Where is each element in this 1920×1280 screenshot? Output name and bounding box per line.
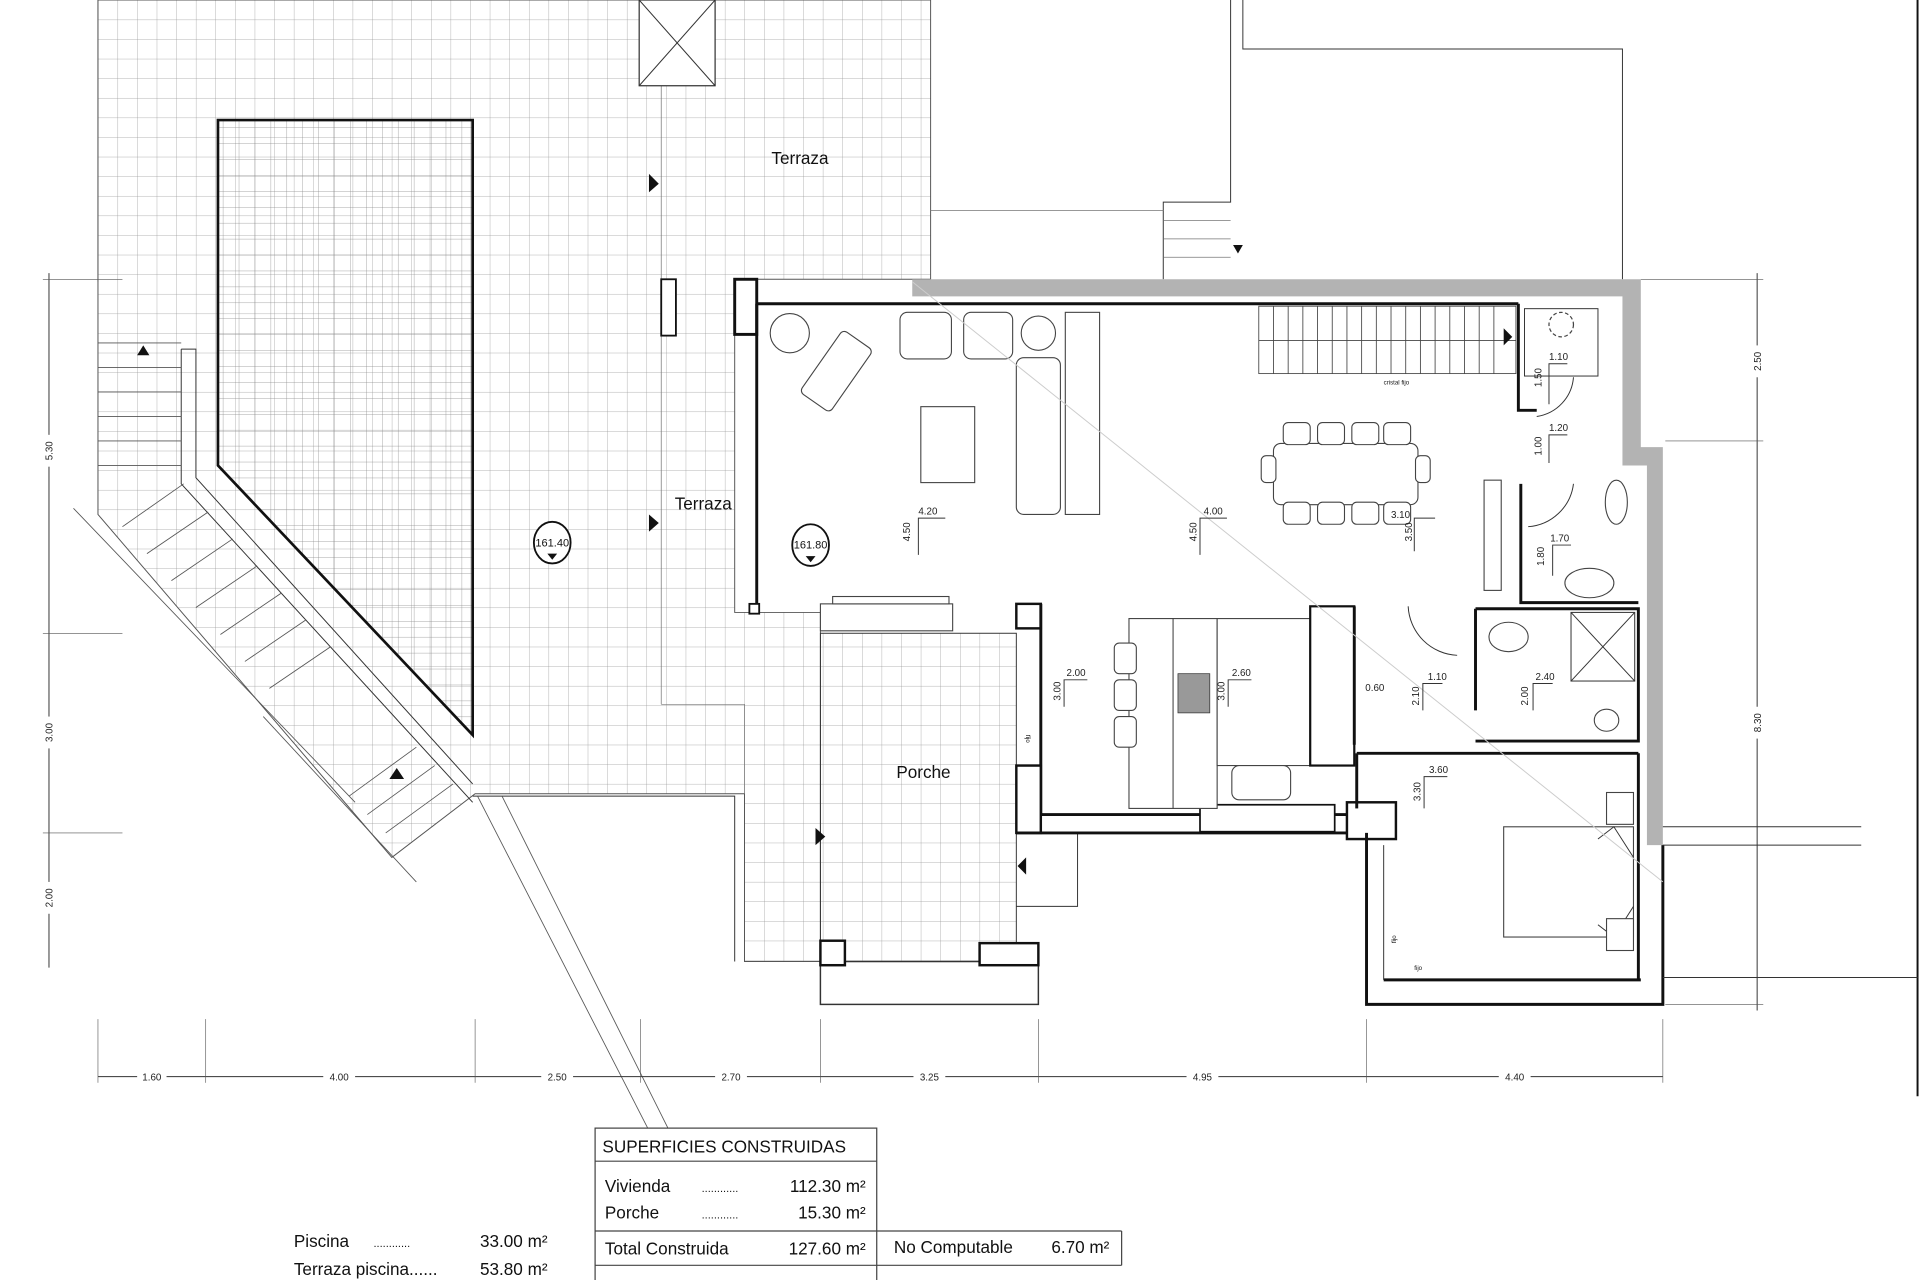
svg-text:2.50: 2.50: [548, 1072, 568, 1083]
svg-text:Total Construida: Total Construida: [605, 1238, 729, 1258]
svg-text:3.60: 3.60: [1429, 765, 1449, 776]
svg-text:1.80: 1.80: [1536, 546, 1547, 566]
svg-text:3.10: 3.10: [1391, 510, 1411, 521]
svg-text:33.00 m²: 33.00 m²: [480, 1231, 548, 1251]
svg-text:2.10: 2.10: [1411, 686, 1422, 706]
svg-text:Porche: Porche: [605, 1203, 659, 1223]
svg-text:1.20: 1.20: [1549, 423, 1569, 434]
svg-text:2.70: 2.70: [721, 1072, 741, 1083]
level-marker-house: 161.80: [791, 523, 830, 567]
svg-text:Piscina: Piscina: [294, 1231, 350, 1251]
svg-text:4.50: 4.50: [1188, 522, 1199, 542]
svg-text:Vivienda: Vivienda: [605, 1176, 671, 1196]
svg-text:3.30: 3.30: [1412, 781, 1423, 801]
stair-upper-right: [1163, 220, 1231, 258]
svg-text:4.20: 4.20: [918, 506, 938, 517]
svg-text:............: ............: [373, 1238, 410, 1250]
svg-text:1.00: 1.00: [1534, 436, 1545, 456]
dining-table: [1272, 442, 1419, 506]
svg-text:No Computable: No Computable: [894, 1237, 1013, 1257]
svg-text:8.30: 8.30: [1753, 713, 1764, 733]
room-dim: 1.10 1.50: [1534, 352, 1569, 405]
svg-text:3.50: 3.50: [1404, 522, 1415, 542]
interior-stairs: [1258, 305, 1517, 375]
svg-text:161.80: 161.80: [794, 540, 828, 552]
svg-text:2.00: 2.00: [1067, 668, 1087, 679]
svg-text:............: ............: [702, 1210, 739, 1222]
svg-text:15.30 m²: 15.30 m²: [798, 1203, 866, 1223]
svg-text:3.00: 3.00: [45, 722, 56, 742]
svg-text:0.60: 0.60: [1365, 683, 1385, 694]
porch-tiles: [819, 632, 1017, 963]
room-dim: 3.103.50: [1391, 510, 1436, 552]
svg-text:4.00: 4.00: [330, 1072, 350, 1083]
label-porche: Porche: [896, 762, 950, 782]
label-stair-note: cristal fijo: [1384, 380, 1410, 387]
room-dim: 4.20 4.50: [902, 506, 946, 555]
svg-text:2.00: 2.00: [45, 888, 56, 908]
label-terraza-top: Terraza: [771, 148, 829, 168]
room-dim: 2.40 2.00: [1520, 672, 1555, 711]
room-dim: 1.701.80: [1536, 533, 1572, 576]
room-dim: 2.00 3.00: [1052, 668, 1088, 707]
svg-text:4.40: 4.40: [1505, 1072, 1525, 1083]
svg-text:1.70: 1.70: [1550, 533, 1570, 544]
svg-text:2.00: 2.00: [1520, 686, 1531, 706]
svg-text:3.00: 3.00: [1216, 681, 1227, 701]
svg-text:6.70 m²: 6.70 m²: [1051, 1237, 1109, 1257]
label-fixed-2: fijo: [1414, 965, 1422, 972]
svg-text:2.50: 2.50: [1753, 351, 1764, 371]
right-dimension-chain: 2.50 8.30: [1640, 273, 1918, 1011]
svg-text:53.80 m²: 53.80 m²: [480, 1259, 548, 1279]
room-dim: 4.00 4.50: [1188, 506, 1227, 555]
svg-text:2.40: 2.40: [1536, 672, 1556, 683]
label-terraza-mid: Terraza: [675, 494, 733, 514]
svg-text:1.10: 1.10: [1549, 352, 1569, 363]
room-dim: 1.20 1.00: [1534, 423, 1569, 464]
svg-text:4.50: 4.50: [902, 522, 913, 542]
svg-text:3.00: 3.00: [1052, 681, 1063, 701]
svg-text:4.95: 4.95: [1193, 1072, 1213, 1083]
room-dimensions: 4.20 4.50 4.00 4.50 3.103.50 1.10 1.50 1.20…: [902, 352, 1572, 809]
summary-title: SUPERFICIES CONSTRUIDAS: [602, 1137, 846, 1157]
porch-step: [819, 960, 1040, 1006]
room-dim: 3.60 3.30: [1412, 765, 1449, 809]
svg-text:127.60 m²: 127.60 m²: [789, 1238, 866, 1258]
svg-text:1.50: 1.50: [1534, 367, 1545, 387]
svg-text:Terraza piscina......: Terraza piscina......: [294, 1259, 438, 1279]
svg-text:............: ............: [702, 1183, 739, 1195]
bottom-dimension-chain: 1.60 4.00 2.50 2.70 3.25 4.95 4.40: [97, 1019, 1664, 1083]
label-fixed-3: fijo: [1391, 935, 1398, 943]
surface-summary-table: SUPERFICIES CONSTRUIDAS Vivienda .......…: [294, 1127, 1123, 1280]
svg-text:161.40: 161.40: [535, 537, 569, 549]
room-dim: 0.60: [1365, 683, 1385, 694]
level-marker-pool: 161.40: [532, 520, 572, 565]
svg-text:112.30 m²: 112.30 m²: [790, 1176, 866, 1196]
stair-arrow-icons: [137, 173, 1513, 875]
label-fixed-1: fijo: [1024, 735, 1031, 743]
svg-text:5.30: 5.30: [45, 441, 56, 461]
svg-text:1.60: 1.60: [142, 1072, 162, 1083]
room-dim: 1.10 2.10: [1411, 672, 1447, 711]
room-dim: 2.60 3.00: [1216, 668, 1251, 707]
svg-text:2.60: 2.60: [1232, 668, 1252, 679]
svg-text:3.25: 3.25: [920, 1072, 940, 1083]
left-dimension-chain: 5.30 3.00 2.00: [42, 273, 123, 968]
svg-text:1.10: 1.10: [1428, 672, 1448, 683]
pool: [216, 118, 475, 739]
svg-text:4.00: 4.00: [1204, 506, 1224, 517]
